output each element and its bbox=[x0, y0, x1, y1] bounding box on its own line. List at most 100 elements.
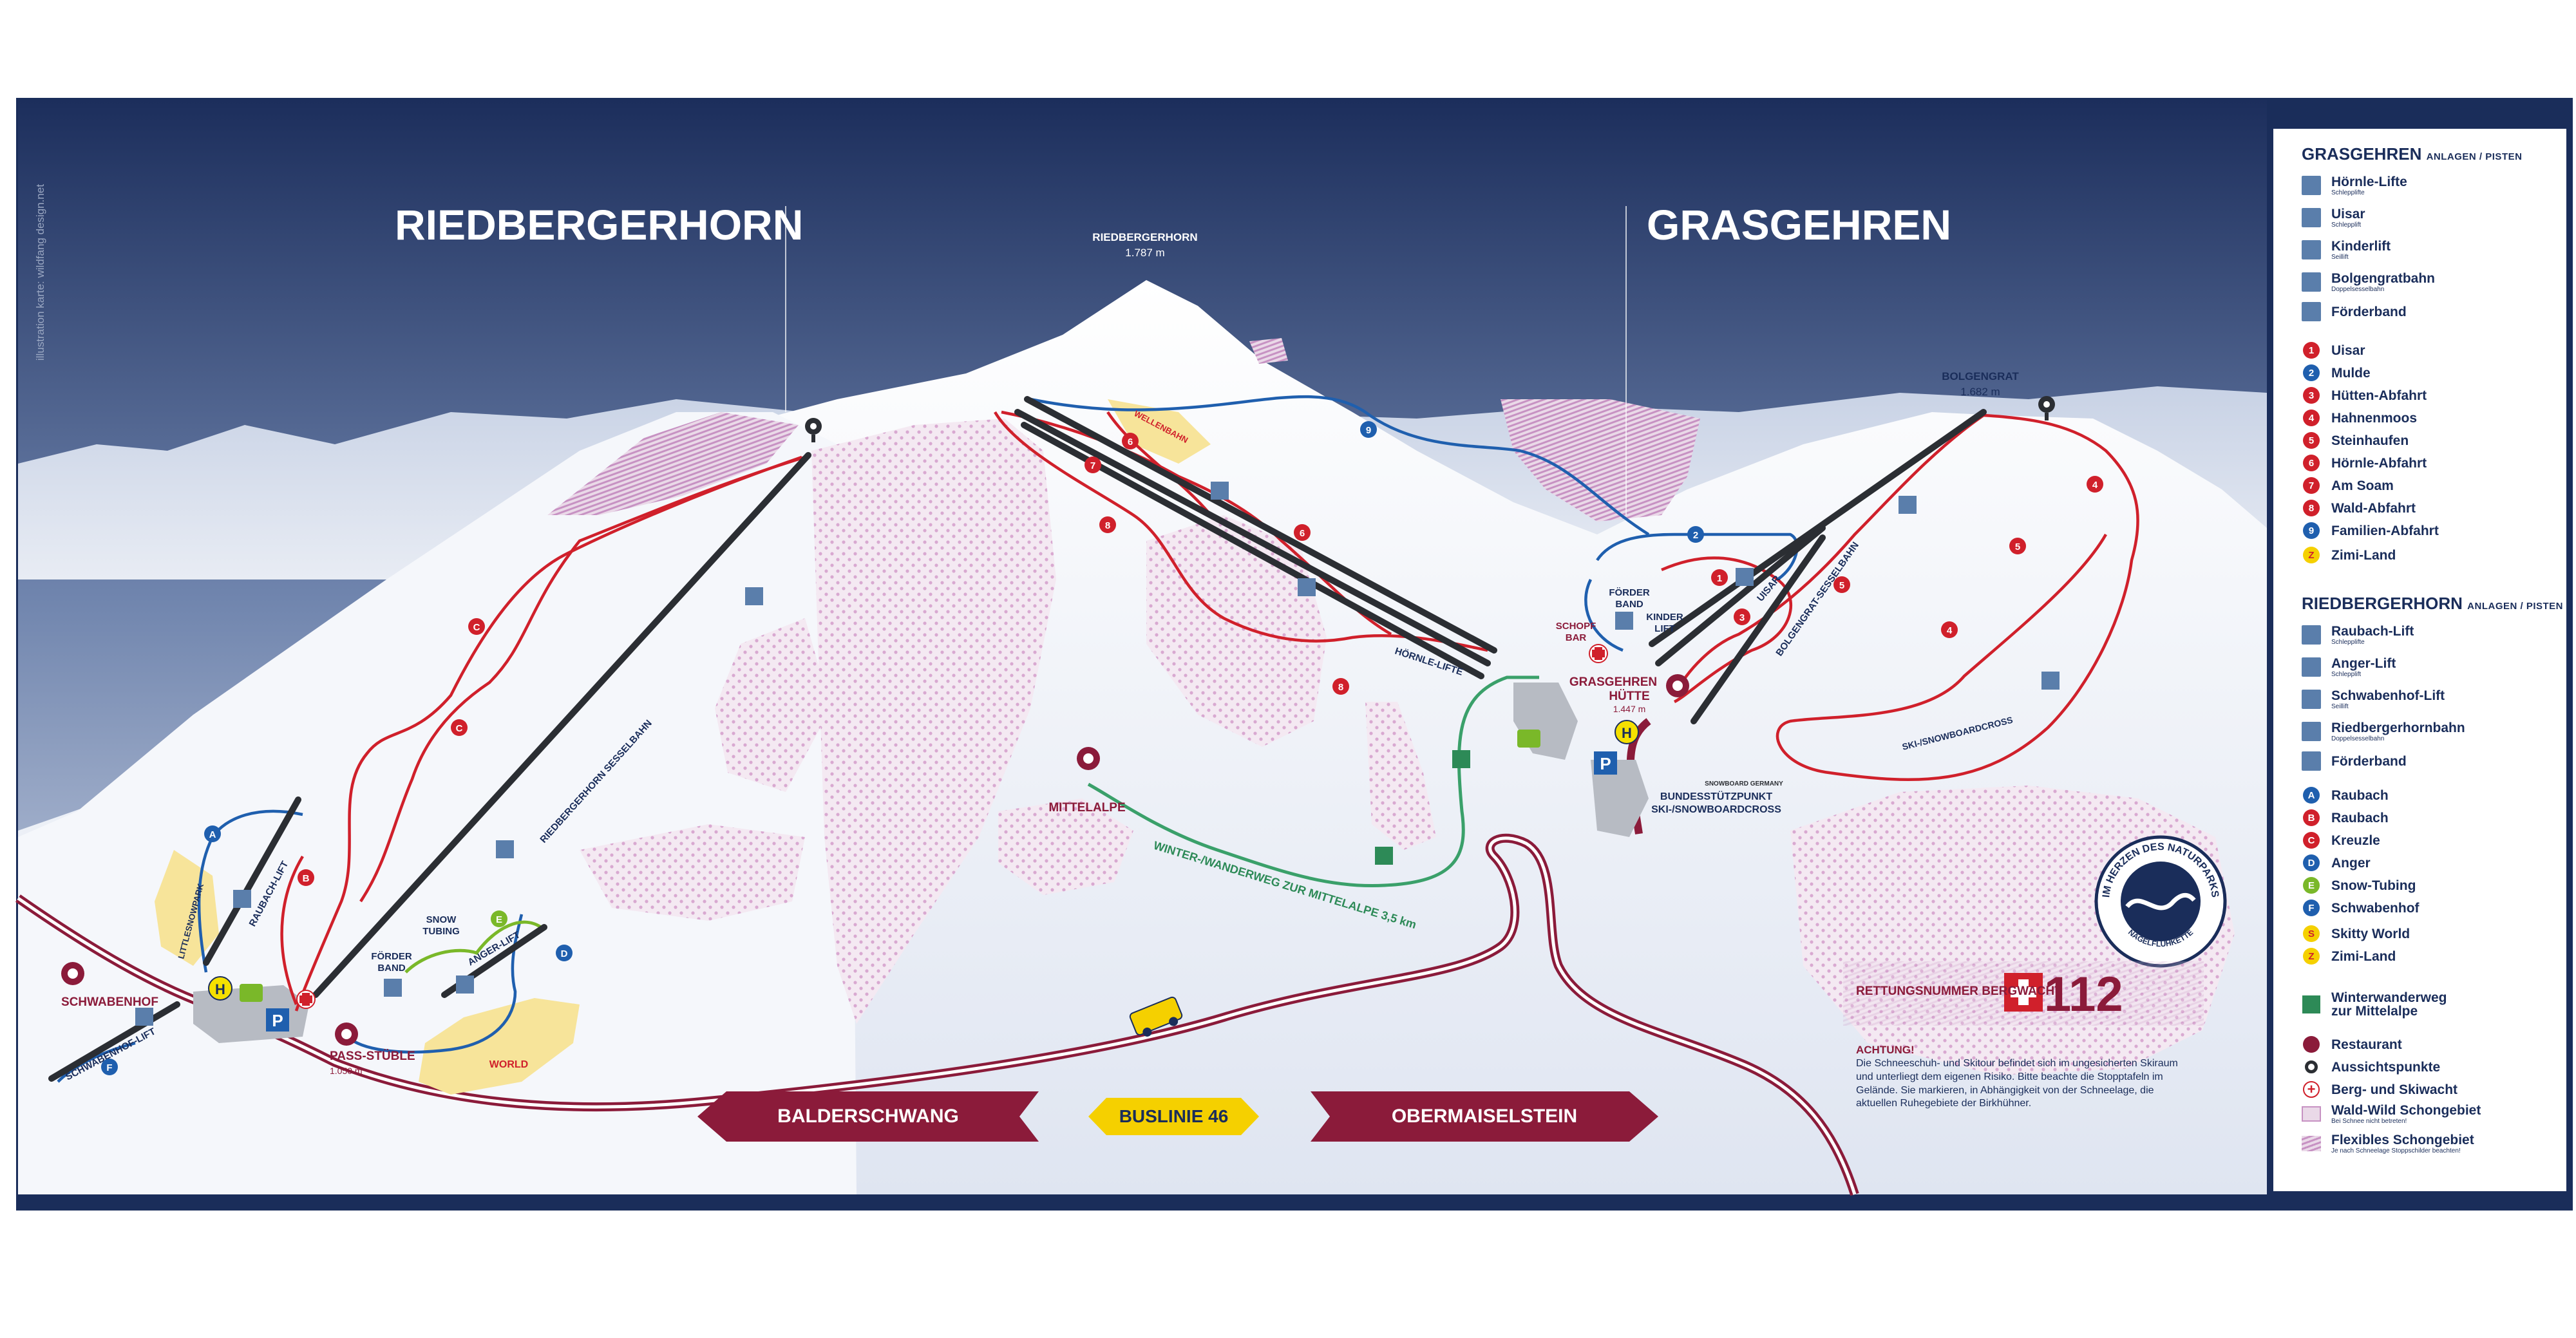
credit: illustration karte: wildfang design.net bbox=[34, 184, 46, 361]
svg-text:BAND: BAND bbox=[377, 963, 405, 974]
legend-piste-2: C Kreuzle bbox=[2302, 827, 2380, 853]
legend-piste-name: Steinhaufen bbox=[2331, 433, 2409, 448]
direction-arrow-balderschwang: BALDERSCHWANG bbox=[697, 1091, 1039, 1142]
skitty-icon: S bbox=[2302, 924, 2321, 943]
rescue-label: RETTUNGSNUMMER BERGWACHT bbox=[1856, 985, 2062, 998]
svg-text:6: 6 bbox=[1300, 528, 1305, 539]
svg-text:P: P bbox=[1600, 754, 1611, 773]
piste-marker-icon: 7 bbox=[2302, 476, 2321, 495]
piste-marker-icon: B bbox=[2302, 808, 2321, 827]
red-cross-icon: + bbox=[2302, 1080, 2321, 1099]
legend-piste-1: 2 Mulde bbox=[2302, 360, 2371, 386]
svg-text:5: 5 bbox=[1839, 580, 1844, 591]
lift-marker bbox=[1211, 482, 1229, 500]
place-grasgehren-huette: GRASGEHREN bbox=[1569, 675, 1657, 689]
piste-marker-icon: C bbox=[2302, 831, 2321, 850]
winter-trail bbox=[1087, 675, 1539, 888]
legend-piste-name: Raubach bbox=[2331, 810, 2389, 825]
svg-text:BAND: BAND bbox=[1615, 599, 1643, 610]
piste-marker-icon: 2 bbox=[2302, 363, 2321, 382]
svg-text:2: 2 bbox=[1693, 530, 1698, 541]
restaurant-icon[interactable] bbox=[61, 962, 84, 985]
place-bundesstuetzpunkt: BUNDESSTÜTZPUNKT bbox=[1660, 790, 1772, 802]
wildlife-zone-icon bbox=[2302, 1104, 2321, 1124]
piste-marker-icon: 6 bbox=[2302, 453, 2321, 473]
place-pass-stueble: PASS-STÜBLE bbox=[330, 1050, 415, 1063]
svg-text:D: D bbox=[561, 948, 568, 959]
svg-text:4: 4 bbox=[2092, 480, 2098, 491]
bus-stop-icon: H bbox=[208, 976, 232, 1001]
svg-text:9: 9 bbox=[1366, 425, 1371, 436]
piste-marker-icon: 4 bbox=[2302, 408, 2321, 428]
svg-text:6: 6 bbox=[1128, 437, 1133, 448]
parking-icon: P bbox=[266, 1008, 289, 1032]
peak-alt-riedbergerhorn: 1.787 m bbox=[1125, 247, 1164, 259]
viewpoint-icon bbox=[2302, 1057, 2321, 1077]
svg-text:C: C bbox=[456, 723, 463, 734]
place-pass-alt: 1.050 m bbox=[330, 1066, 363, 1076]
legend-piste-name: Mulde bbox=[2331, 365, 2371, 381]
svg-text:H: H bbox=[215, 981, 225, 997]
restaurant-icon[interactable] bbox=[1077, 747, 1100, 770]
rescue-number[interactable]: 112 bbox=[2044, 967, 2123, 1022]
svg-text:C: C bbox=[473, 622, 480, 633]
legend-piste-name: Hütten-Abfahrt bbox=[2331, 388, 2427, 403]
piste-marker-icon: A bbox=[2302, 786, 2321, 805]
skitty-world-logo: WORLD bbox=[489, 1059, 528, 1070]
area-title-grasgehren: GRASGEHREN bbox=[1647, 201, 1951, 249]
place-foerder-band-left: FÖRDER bbox=[371, 951, 412, 962]
parking-icon: P bbox=[1594, 751, 1617, 775]
lift-marker bbox=[456, 975, 474, 994]
bus-icon bbox=[1517, 730, 1540, 748]
svg-text:H: H bbox=[1622, 725, 1632, 741]
drag-lift-icon bbox=[2302, 625, 2321, 645]
naturpark-badge: IM HERZEN DES NATURPARKS NAGELFLUHKETTE bbox=[2090, 831, 2231, 972]
viewpoint-icon[interactable] bbox=[2038, 396, 2055, 420]
warning-body: Die Schneeschuh- und Skitour befindet si… bbox=[1856, 1058, 2178, 1109]
legend-restaurant: Restaurant bbox=[2302, 1032, 2402, 1057]
bus-icon bbox=[240, 984, 263, 1002]
direction-arrow-obermaiselstein: OBERMAISELSTEIN bbox=[1311, 1091, 1658, 1142]
peak-name-riedbergerhorn: RIEDBERGERHORN bbox=[1092, 231, 1197, 243]
warning-text: ACHTUNG! Die Schneeschuh- und Skitour be… bbox=[1856, 1043, 2191, 1111]
svg-text:5: 5 bbox=[2015, 542, 2020, 552]
lift-marker bbox=[135, 1008, 153, 1026]
place-snow-tubing: SNOW bbox=[426, 914, 457, 925]
restaurant-icon[interactable] bbox=[335, 1022, 358, 1046]
piste-marker-icon: 3 bbox=[2302, 386, 2321, 405]
red-cross-icon bbox=[296, 990, 316, 1009]
svg-text:A: A bbox=[209, 829, 216, 840]
direction-arrow-buslinie: BUSLINIE 46 bbox=[1088, 1098, 1259, 1135]
legend-piste-name: Kreuzle bbox=[2331, 833, 2380, 848]
legend-lift-foerderband-2: Förderband bbox=[2302, 748, 2407, 774]
legend-viewpoint: Aussichtspunkte bbox=[2302, 1054, 2440, 1080]
viewpoint-icon[interactable] bbox=[805, 418, 822, 442]
legend-piste-name: Hörnle-Abfahrt bbox=[2331, 455, 2427, 471]
rope-lift-icon bbox=[2302, 690, 2321, 709]
chairlift-icon bbox=[2302, 722, 2321, 741]
place-kinder-lift: KINDER bbox=[1646, 612, 1683, 623]
piste-marker-icon: 1 bbox=[2302, 341, 2321, 360]
hiker-icon bbox=[1375, 847, 1393, 865]
svg-text:TUBING: TUBING bbox=[422, 926, 460, 937]
legend-title-riedbergerhorn: RIEDBERGERHORN ANLAGEN / PISTEN bbox=[2302, 594, 2564, 613]
snowboard-germany-logo: SNOWBOARD GERMANY bbox=[1705, 780, 1783, 787]
svg-text:8: 8 bbox=[1338, 682, 1343, 693]
lift-marker bbox=[2041, 672, 2060, 690]
restaurant-icon[interactable] bbox=[1666, 674, 1689, 697]
